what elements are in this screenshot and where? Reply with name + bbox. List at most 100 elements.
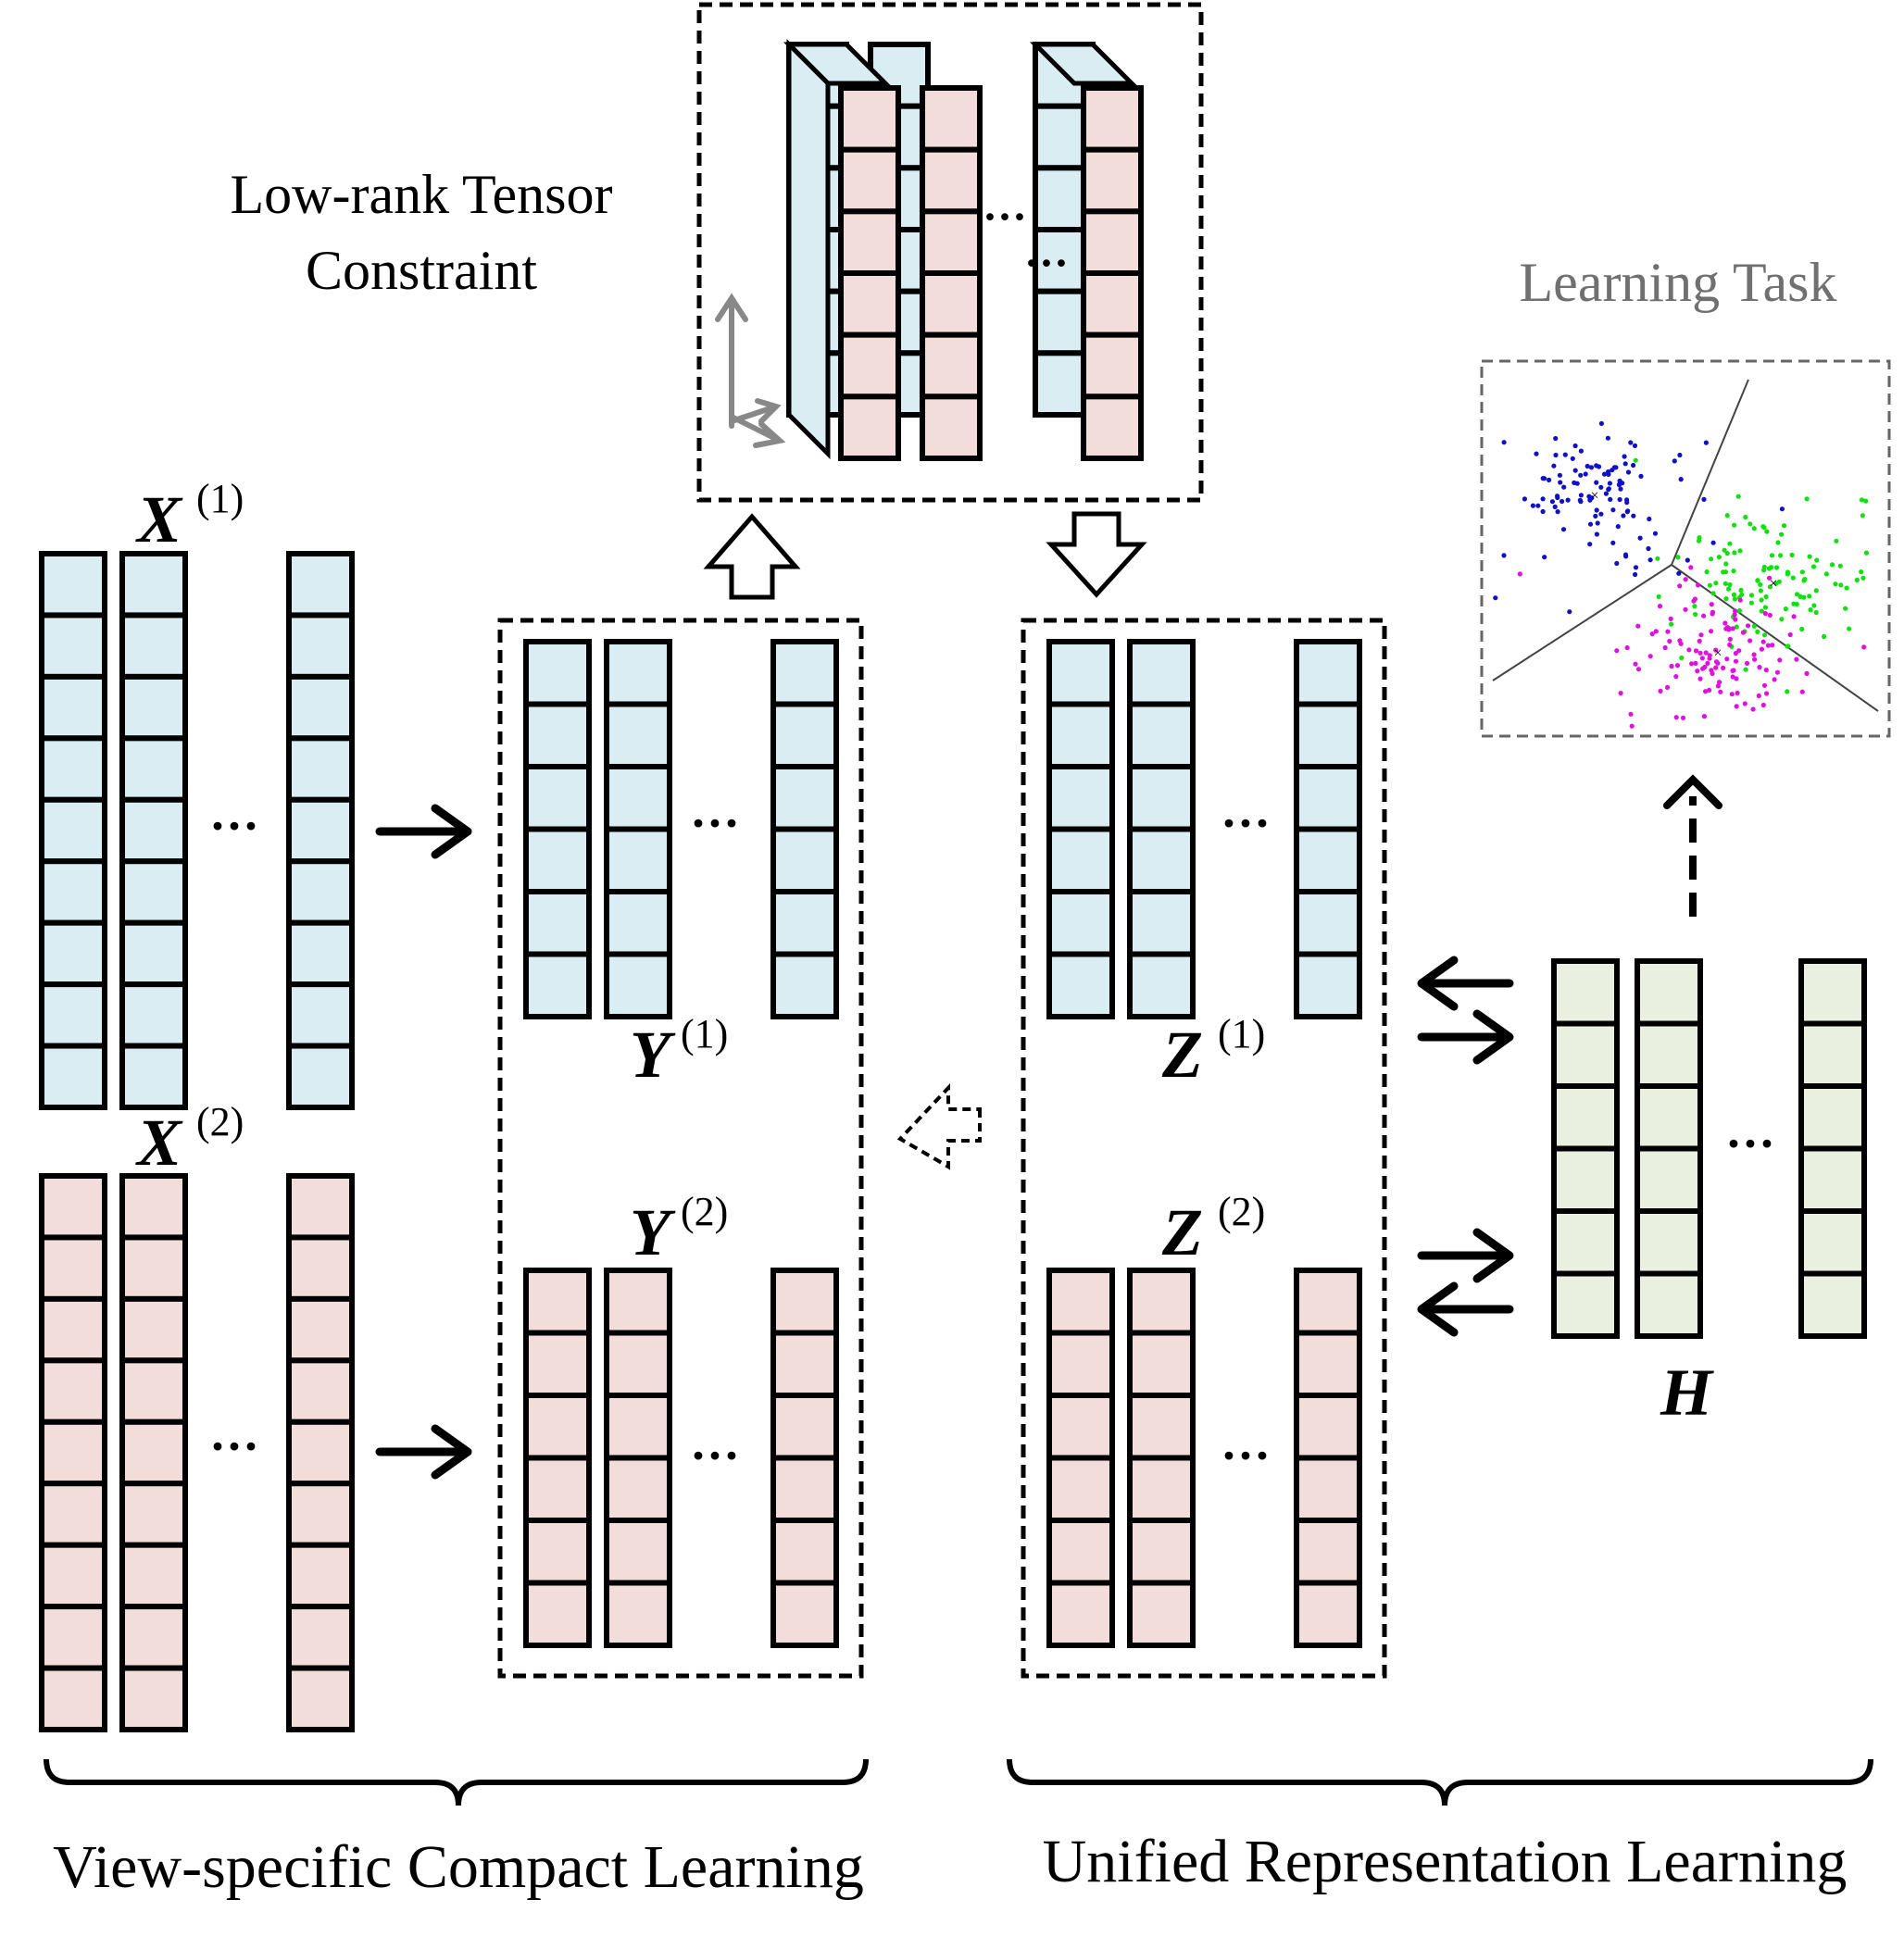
- scatter-point: [1718, 689, 1723, 694]
- scatter-point: [1587, 521, 1594, 527]
- scatter-point: [1593, 513, 1598, 519]
- scatter-point: [1656, 594, 1661, 600]
- tensor-front-slice: [1081, 85, 1144, 462]
- matrix-cell: [838, 85, 901, 153]
- scatter-point: [1731, 668, 1736, 673]
- scatter-point: [1781, 523, 1787, 529]
- matrix-cell: [770, 826, 839, 894]
- scatter-point: [1727, 636, 1733, 643]
- scatter-point: [1715, 683, 1721, 689]
- scatter-point: [1778, 553, 1784, 558]
- scatter-point: [1775, 540, 1781, 545]
- scatter-point: [1785, 571, 1790, 577]
- matrix-cell: [286, 1043, 355, 1110]
- matrix-cell: [1798, 1145, 1867, 1214]
- scatter-point: [1727, 581, 1733, 588]
- scatter-point: [1759, 608, 1764, 614]
- matrix-cell: [920, 331, 983, 400]
- z1-matrix: [1046, 639, 1362, 1019]
- scatter-point: [1823, 571, 1829, 577]
- scatter-point: [1633, 571, 1638, 578]
- scatter-point: [1668, 616, 1673, 622]
- matrix-cell: [39, 919, 107, 988]
- scatter-point: [1799, 689, 1805, 694]
- matrix-cell: [286, 796, 355, 865]
- matrix-cell: [1635, 1145, 1703, 1214]
- matrix-cell: [604, 701, 672, 769]
- scatter-point: [1740, 630, 1746, 635]
- scatter-point: [1589, 495, 1595, 501]
- matrix-cell: [286, 1665, 355, 1732]
- matrix-cell: [119, 1357, 188, 1425]
- scatter-point: [1833, 581, 1838, 587]
- scatter-point: [1672, 458, 1677, 464]
- scatter-point: [1603, 491, 1609, 496]
- text-labels: Low-rank Tensor Constraint Learning Task…: [53, 164, 1847, 1901]
- scatter-point: [1738, 587, 1744, 594]
- scatter-point: [1767, 584, 1772, 590]
- cluster-magenta: [1517, 565, 1867, 729]
- matrix-cell: [1127, 826, 1196, 894]
- scatter-point: [1540, 496, 1546, 502]
- matrix-cell: [1046, 1393, 1115, 1461]
- matrix-cell: [1046, 889, 1115, 957]
- scatter-point: [1736, 607, 1743, 614]
- matrix-column: [286, 551, 355, 1110]
- scatter-point: [1683, 577, 1688, 582]
- matrix-cell: [770, 1393, 839, 1461]
- y1-matrix: [523, 639, 839, 1019]
- matrix-cell: [1294, 1268, 1362, 1336]
- matrix-column: [523, 1268, 592, 1648]
- matrix-cell: [1294, 1330, 1362, 1398]
- matrix-cell: [1798, 1270, 1867, 1339]
- matrix-column: [1294, 639, 1362, 1019]
- matrix-cell: [523, 1518, 592, 1586]
- matrix-cell: [286, 919, 355, 988]
- scatter-point: [1747, 521, 1753, 527]
- matrix-cell: [39, 1234, 107, 1302]
- ellipsis: ···: [1024, 239, 1069, 288]
- matrix-cell: [286, 1357, 355, 1425]
- matrix-cell: [523, 1330, 592, 1398]
- scatter-point: [1678, 641, 1684, 646]
- matrix-cell: [838, 394, 901, 462]
- matrix-cell: [39, 1357, 107, 1425]
- scatter-point: [1709, 602, 1714, 607]
- matrix-cell: [523, 889, 592, 957]
- scatter-point: [1729, 692, 1735, 697]
- matrix-cell: [604, 1455, 672, 1523]
- scatter-point: [1847, 626, 1852, 631]
- scatter-point: [1804, 496, 1810, 502]
- matrix-cell: [770, 1455, 839, 1523]
- scatter-point: [1646, 545, 1651, 552]
- matrix-cell: [1294, 764, 1362, 832]
- matrix-cell: [1635, 1020, 1703, 1089]
- scatter-point: [1854, 577, 1860, 583]
- scatter-point: [1542, 555, 1547, 560]
- scatter-point: [1726, 586, 1732, 592]
- scatter-point: [1798, 594, 1803, 600]
- matrix-cell: [1127, 701, 1196, 769]
- scatter-point: [1773, 565, 1780, 570]
- scatter-point: [1727, 642, 1733, 648]
- exchange-arrows-icon: [1417, 956, 1514, 1065]
- scatter-point: [1594, 463, 1599, 469]
- scatter-point: [1635, 623, 1641, 629]
- scatter-point: [1732, 522, 1737, 528]
- scatter-point: [1733, 658, 1739, 664]
- label-z2: Z(2): [1161, 1189, 1265, 1269]
- scatter-point: [1560, 498, 1565, 505]
- ellipsis: ···: [983, 193, 1027, 242]
- scatter-point: [1801, 578, 1807, 583]
- scatter-point: [1747, 638, 1753, 644]
- scatter-point: [1791, 614, 1797, 619]
- matrix-cell: [523, 951, 592, 1019]
- scatter-point: [1692, 604, 1697, 609]
- matrix-cell: [39, 1665, 107, 1732]
- scatter-point: [1724, 656, 1730, 662]
- scatter-point: [1799, 569, 1805, 575]
- scatter-point: [1583, 471, 1588, 477]
- label-x1: X(1): [135, 476, 244, 556]
- matrix-cell: [286, 1173, 355, 1241]
